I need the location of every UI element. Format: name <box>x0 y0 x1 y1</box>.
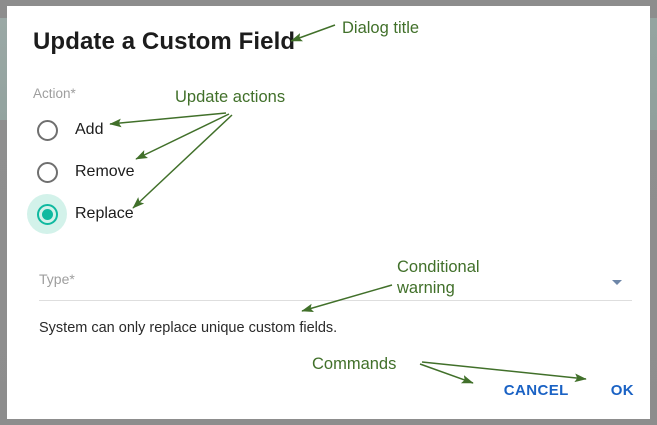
radio-ring-add <box>36 119 58 141</box>
radio-label-remove: Remove <box>75 163 135 180</box>
type-select-underline <box>39 300 632 301</box>
radio-add-icon[interactable] <box>27 110 67 150</box>
radio-label-replace: Replace <box>75 205 134 222</box>
radio-option-remove[interactable]: Remove <box>27 151 135 193</box>
conditional-warning-text: System can only replace unique custom fi… <box>39 320 338 336</box>
window-edge-bottom <box>0 419 657 425</box>
radio-option-add[interactable]: Add <box>27 109 135 151</box>
type-select[interactable]: Type* <box>32 268 632 301</box>
action-field-label: Action* <box>33 86 76 101</box>
action-radio-group[interactable]: Add Remove Replace <box>27 109 135 235</box>
page-title: Update a Custom Field <box>33 28 296 55</box>
radio-replace-icon[interactable] <box>27 194 67 234</box>
chevron-down-icon[interactable] <box>612 280 622 285</box>
window-edge-top <box>0 0 657 6</box>
cancel-button[interactable]: CANCEL <box>503 382 569 399</box>
dialog-actions: CANCEL OK <box>504 382 634 399</box>
type-select-label: Type* <box>39 271 75 287</box>
radio-ring-replace <box>36 203 58 225</box>
radio-remove-icon[interactable] <box>27 152 67 192</box>
radio-option-replace[interactable]: Replace <box>27 193 135 235</box>
radio-ring-remove <box>36 161 58 183</box>
radio-label-add: Add <box>75 121 104 138</box>
dialog-card: Update a Custom Field Action* Add Remove <box>7 6 650 419</box>
window-edge-right <box>650 0 657 425</box>
ok-button[interactable]: OK <box>610 382 634 399</box>
window-edge-left <box>0 0 7 425</box>
